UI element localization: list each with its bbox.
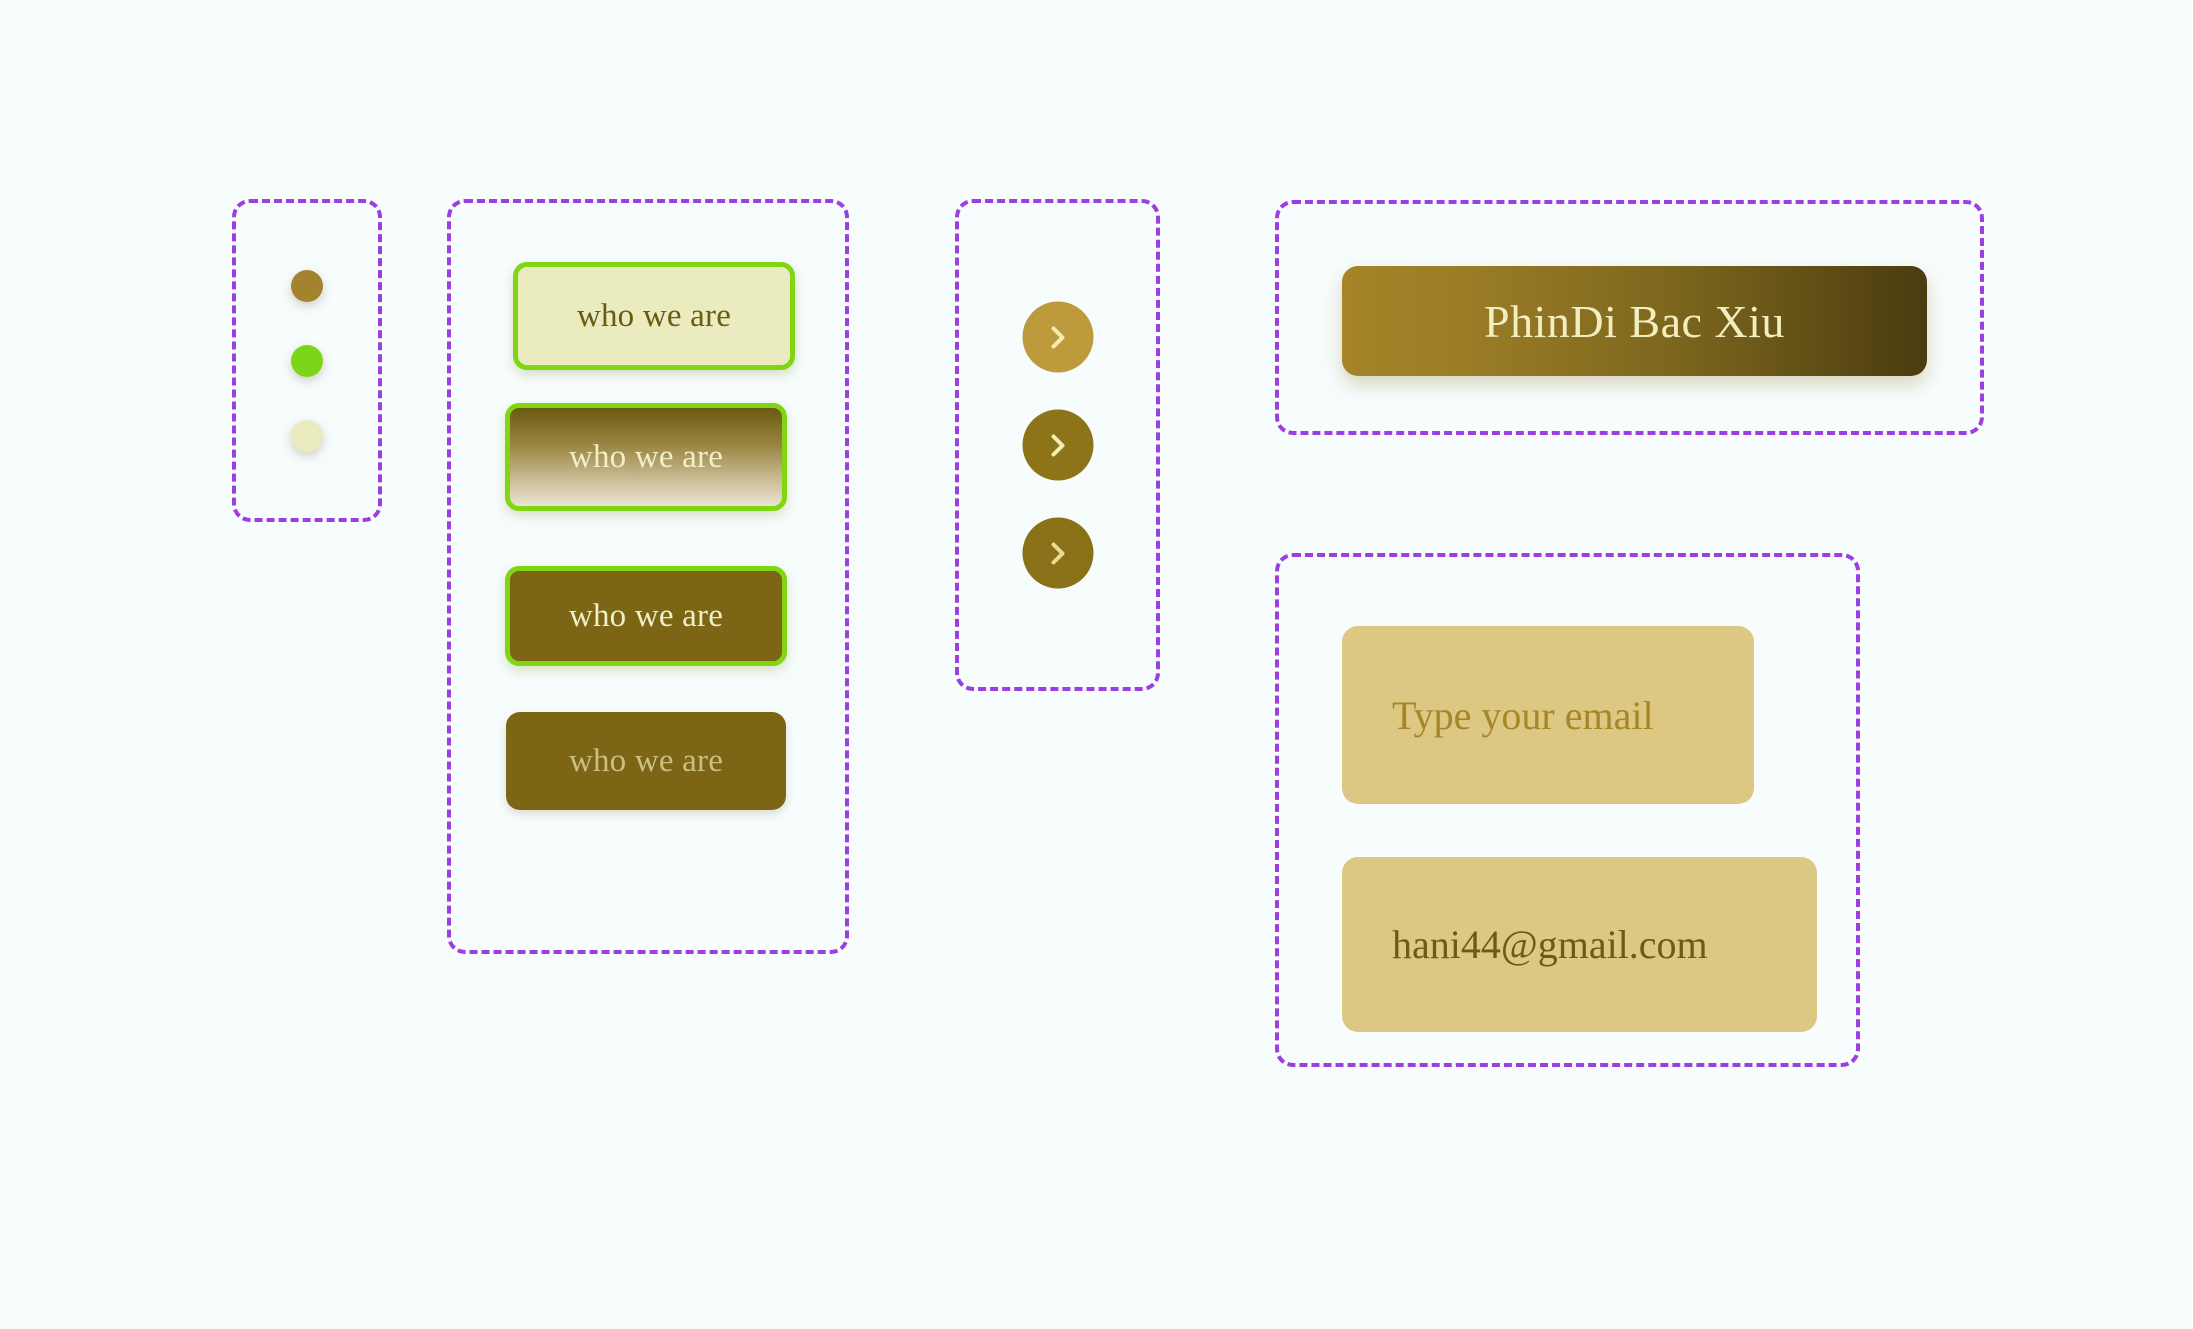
email-input-placeholder[interactable]: Type your email <box>1342 626 1754 804</box>
swatch-group-container <box>232 199 382 522</box>
button-group-container: who we are who we are who we are who we … <box>447 199 849 954</box>
chevron-right-button-dark[interactable] <box>1022 517 1093 589</box>
chevron-right-button-light[interactable] <box>1022 301 1093 373</box>
who-we-are-button-disabled[interactable]: who we are <box>506 712 786 810</box>
swatch-surface-cream[interactable] <box>291 419 323 452</box>
chevron-stack <box>1022 301 1093 589</box>
chevron-group-container <box>955 199 1160 691</box>
banner-group-container: PhinDi Bac Xiu <box>1275 200 1984 435</box>
swatch-accent-green[interactable] <box>291 344 323 377</box>
brand-title-banner[interactable]: PhinDi Bac Xiu <box>1342 266 1927 376</box>
swatch-primary-gold[interactable] <box>291 269 323 302</box>
who-we-are-button-filled[interactable]: who we are <box>505 566 787 666</box>
chevron-right-icon <box>1043 430 1073 460</box>
email-input-filled[interactable]: hani44@gmail.com <box>1342 857 1817 1032</box>
who-we-are-button-default[interactable]: who we are <box>513 262 795 370</box>
chevron-right-icon <box>1043 322 1073 352</box>
email-group-container: Type your email hani44@gmail.com <box>1275 553 1860 1067</box>
chevron-right-button-medium[interactable] <box>1022 409 1093 481</box>
chevron-right-icon <box>1043 538 1073 568</box>
who-we-are-button-gradient[interactable]: who we are <box>505 403 787 511</box>
swatch-stack <box>291 269 323 452</box>
